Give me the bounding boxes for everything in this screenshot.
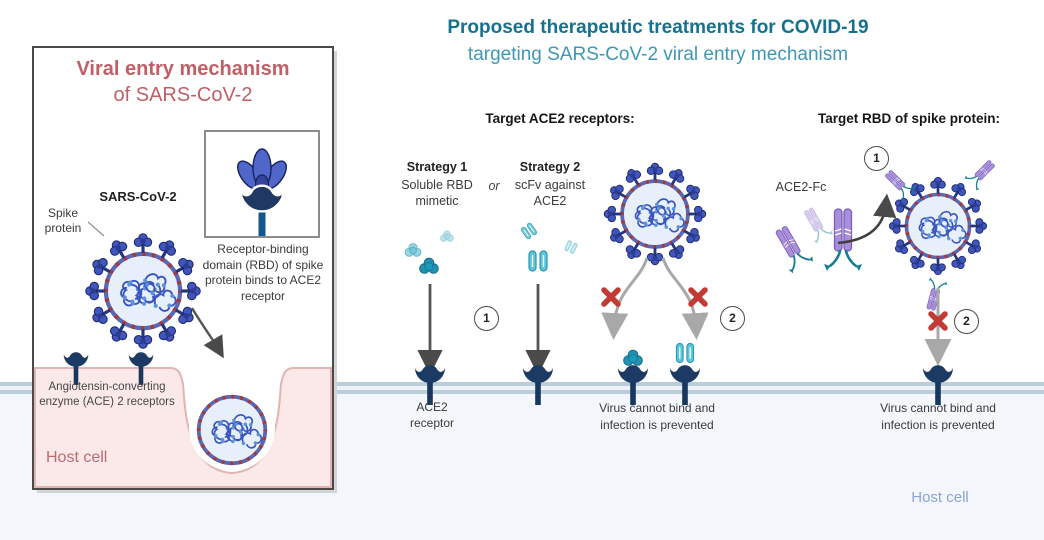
- blocked-path-right: [661, 257, 709, 340]
- step-badge-1-right: 1: [864, 146, 889, 171]
- step-badge-1: 1: [474, 306, 499, 331]
- scfv-icon: [563, 239, 579, 255]
- ace2-fc-bound-icon: [962, 155, 1000, 193]
- strategy1-desc: Soluble RBD mimetic: [401, 178, 473, 209]
- sars-cov-2-virion-icon: [604, 163, 706, 265]
- rbd-mimetic-icon: [440, 230, 454, 242]
- engulfed-virion-icon: [199, 397, 266, 464]
- host-cell-pink-icon: [34, 367, 332, 488]
- host-cell-label-left: Host cell: [46, 449, 108, 466]
- ace2-fc-icon: [798, 203, 835, 246]
- ace2-strategy-section: [404, 163, 709, 405]
- ace2-fc-bound-icon: [880, 165, 918, 203]
- strategy2-title: Strategy 2: [519, 160, 581, 174]
- panel-title-line2: of SARS-CoV-2: [113, 84, 253, 106]
- sars-cov-2-virion-icon: [889, 177, 986, 274]
- ace2-fc-bound-icon: [920, 276, 949, 313]
- virus-label: SARS-CoV-2: [99, 189, 177, 204]
- rbd-mimetic-icon: [419, 257, 439, 274]
- block-x-icon: [604, 290, 618, 304]
- cell-membrane: [0, 382, 1044, 394]
- block-x-icon: [691, 290, 705, 304]
- or-label: or: [488, 179, 500, 193]
- rbd-strategy-section: [767, 155, 1000, 405]
- inset-caption: Receptor-binding domain (RBD) of spike p…: [202, 242, 324, 303]
- ace2-fc-label: ACE2-Fc: [775, 180, 827, 194]
- viral-entry-panel: [32, 46, 337, 493]
- step-badge-2: 2: [720, 306, 745, 331]
- page-subtitle: targeting SARS-CoV-2 viral entry mechani…: [467, 44, 849, 65]
- binding-arrow: [837, 193, 897, 245]
- ace2-fc-icon: [767, 221, 816, 276]
- ace2-section-heading: Target ACE2 receptors:: [485, 111, 635, 126]
- page-title: Proposed therapeutic treatments for COVI…: [447, 17, 869, 38]
- rbd-ace2-binding-icon: [237, 148, 287, 236]
- outcome-label-mid: Virus cannot bind and infection is preve…: [599, 401, 715, 432]
- spike-pointer-line: [87, 221, 105, 237]
- rbd-section-heading: Target RBD of spike protein:: [817, 111, 1000, 126]
- step-badge-2-right: 2: [954, 309, 979, 334]
- host-cell-label-right: Host cell: [911, 489, 969, 506]
- blocked-path-left: [601, 257, 649, 340]
- panel-title-line1: Viral entry mechanism: [76, 58, 290, 80]
- outcome-label-right: Virus cannot bind and infection is preve…: [880, 401, 996, 432]
- rbd-mimetic-icon: [404, 243, 422, 257]
- scfv-bound-icon: [675, 342, 695, 364]
- entry-arrow: [190, 307, 224, 359]
- ace2-receptors-label: Angiotensin-converting enzyme (ACE) 2 re…: [39, 381, 175, 408]
- strategy2-desc: scFv against ACE2: [514, 178, 586, 209]
- spike-protein-label: Spike protein: [44, 206, 82, 235]
- scfv-icon: [520, 221, 538, 241]
- strategy1-title: Strategy 1: [406, 160, 468, 174]
- scfv-icon: [528, 250, 548, 272]
- rbd-mimetic-bound-icon: [623, 349, 643, 366]
- ace2-receptor-label: ACE2 receptor: [409, 400, 455, 430]
- rbd-binding-inset: [204, 130, 320, 238]
